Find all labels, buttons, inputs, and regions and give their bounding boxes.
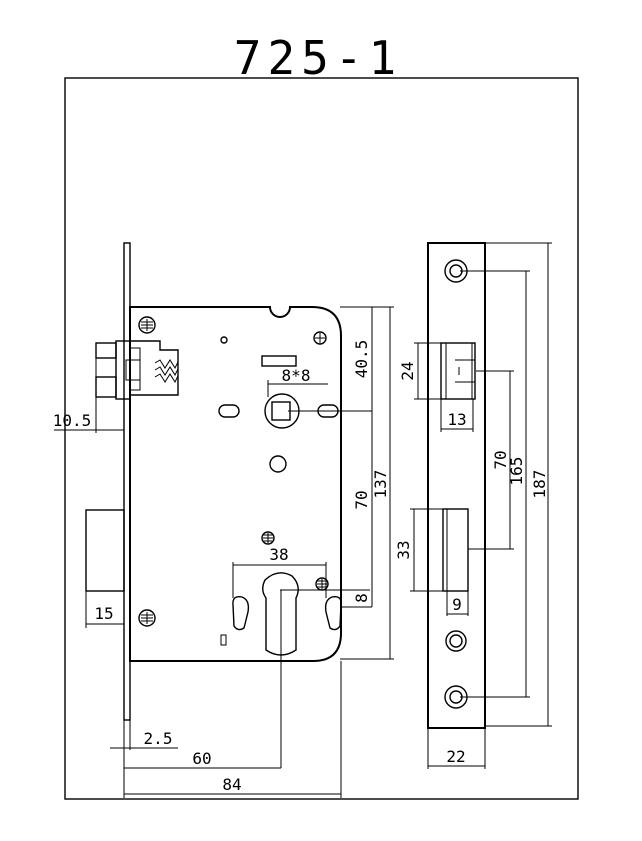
side-deadbolt <box>442 508 469 592</box>
dim-side-deadbolt-width: 9 <box>452 595 462 614</box>
dim-deadbolt-width: 15 <box>94 604 113 623</box>
dim-side-faceplate-length: 187 <box>530 470 549 499</box>
screw-middle <box>261 531 275 545</box>
dim-case-height: 137 <box>371 470 390 499</box>
dim-spindle: 8*8 <box>282 366 311 385</box>
dim-case-depth: 84 <box>222 775 241 794</box>
dim-cylinder-width: 38 <box>269 545 288 564</box>
dim-side-deadbolt-height: 33 <box>394 540 413 559</box>
dim-side-latch-width: 13 <box>447 410 466 429</box>
side-hole-middle <box>445 630 467 652</box>
dim-faceplate-thickness: 2.5 <box>144 729 173 748</box>
side-latch <box>440 342 476 400</box>
drawing-frame <box>64 77 579 800</box>
dim-center-distance: 70 <box>352 490 371 509</box>
dim-side-center-distance: 70 <box>491 450 510 469</box>
latch-bolt <box>95 340 179 400</box>
dim-backset: 60 <box>192 749 211 768</box>
screw-right-top <box>313 331 327 345</box>
dim-latch-height: 40.5 <box>352 340 371 379</box>
dim-backset-ext: 10.5 <box>53 411 92 430</box>
deadbolt <box>85 509 125 592</box>
front-view: 8*8 38 40.5 70 137 8 10.5 15 <box>53 242 394 798</box>
side-view: 70 165 187 24 13 33 9 22 <box>394 242 552 769</box>
side-faceplate <box>427 242 486 729</box>
dim-side-latch-height: 24 <box>398 361 417 380</box>
drawing-title: 725-1 <box>234 31 402 85</box>
screw-bottom <box>138 609 156 627</box>
dim-side-faceplate-width: 22 <box>446 747 465 766</box>
lock-case <box>129 306 342 662</box>
dim-cylinder-offset: 8 <box>352 593 371 603</box>
dim-side-screw-span: 165 <box>507 457 526 486</box>
screw-top <box>138 316 156 334</box>
cylinder-hole <box>262 572 299 656</box>
spindle-square <box>271 401 291 421</box>
